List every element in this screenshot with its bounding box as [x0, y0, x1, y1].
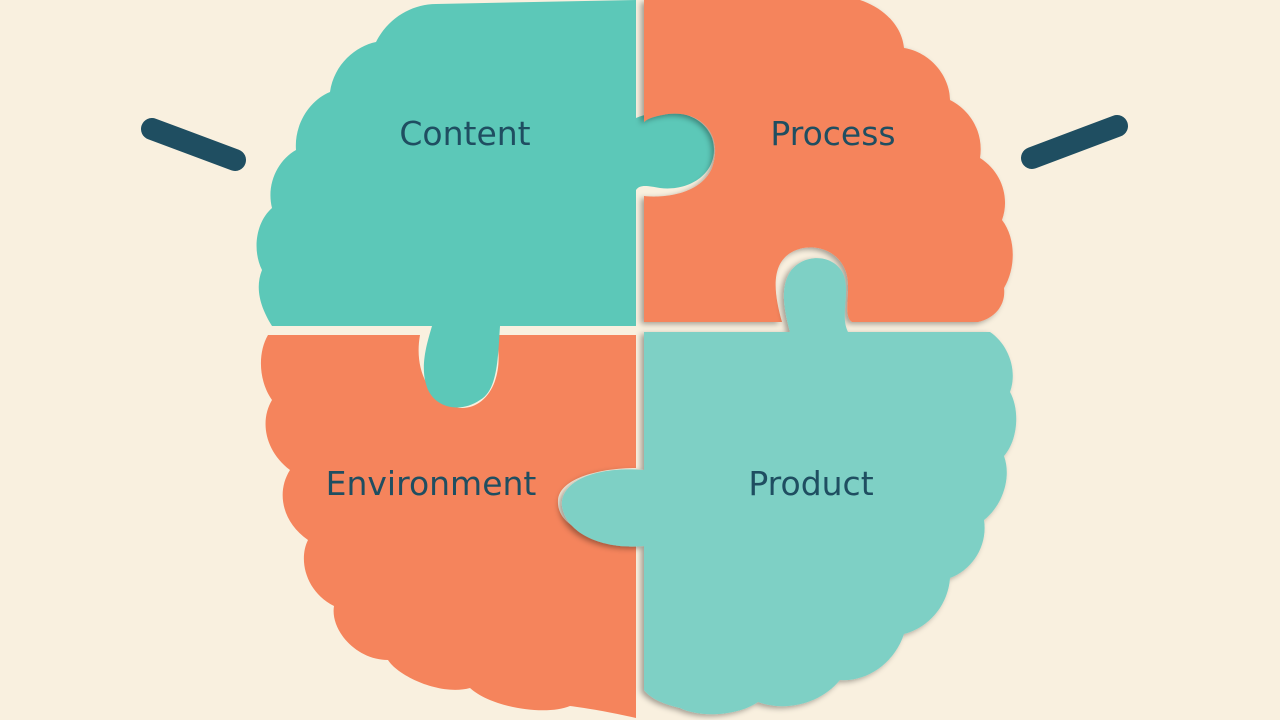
- left-accent-line: [141, 118, 246, 171]
- process-label: Process: [770, 114, 895, 153]
- content-piece: [256, 0, 714, 408]
- content-label: Content: [399, 114, 530, 153]
- product-label: Product: [748, 464, 873, 503]
- environment-piece: [260, 335, 636, 718]
- environment-label: Environment: [326, 464, 537, 503]
- right-accent-line: [1021, 115, 1128, 169]
- process-piece: [644, 0, 1013, 322]
- product-piece: [561, 258, 1017, 715]
